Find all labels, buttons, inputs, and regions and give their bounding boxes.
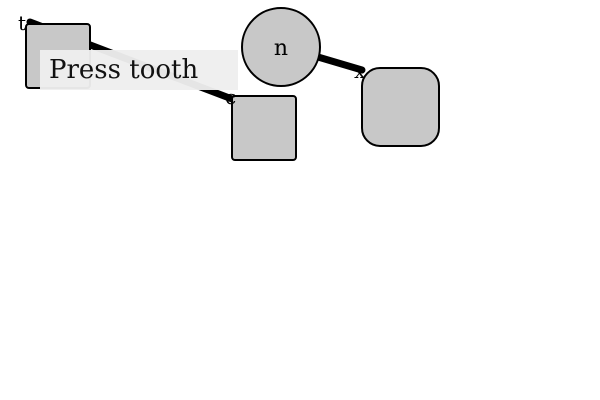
node-circle-label: n <box>274 36 288 61</box>
edge-label-x: x <box>354 59 366 83</box>
edge-n-to-x <box>314 53 366 74</box>
node-rounded-square-right[interactable] <box>361 67 440 147</box>
node-circle-n[interactable] <box>241 7 321 87</box>
instruction-banner: Press tooth <box>40 50 238 90</box>
instruction-text: Press tooth <box>49 55 199 85</box>
edge-label-c: c <box>225 85 236 109</box>
edge-label-t: t <box>18 11 26 35</box>
node-square-lower-middle[interactable] <box>231 95 297 161</box>
